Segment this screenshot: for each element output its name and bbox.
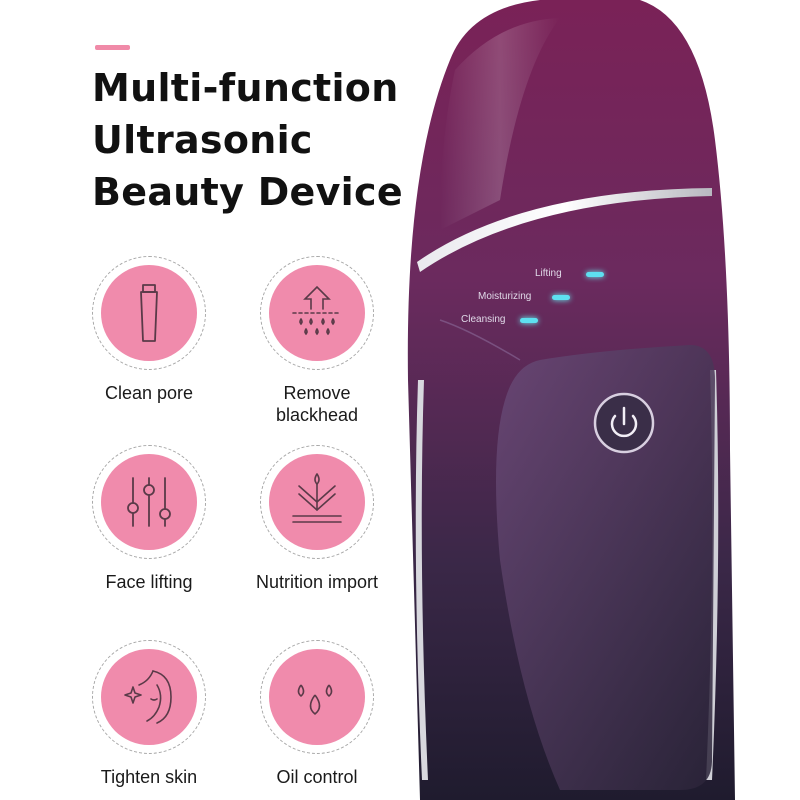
feature-icon-frame	[92, 640, 206, 754]
front-panel	[496, 345, 715, 790]
page-title: Multi-function Ultrasonic Beauty Device	[92, 62, 403, 218]
absorption-icon	[292, 473, 342, 523]
chrome-ring	[417, 188, 712, 272]
power-icon	[610, 406, 638, 438]
feature-label: Face lifting	[105, 572, 193, 592]
side-trim	[415, 380, 428, 780]
tube-icon	[140, 284, 158, 342]
feature-label: Nutrition import	[255, 572, 379, 592]
indicator-light-lifting	[586, 272, 604, 277]
pore-extraction-icon	[292, 285, 342, 336]
feature-clean-pore: Clean pore	[64, 256, 234, 404]
feature-tighten-skin: Tighten skin	[64, 640, 234, 788]
feature-label: Oil control	[276, 767, 358, 787]
feature-oil-control: Oil control	[232, 640, 402, 788]
indicator-light-cleansing	[520, 318, 538, 323]
feature-label: Tighten skin	[100, 767, 198, 787]
feature-icon-frame	[260, 256, 374, 370]
title-line-1: Multi-function	[92, 66, 399, 110]
sliders-icon	[127, 477, 171, 527]
feature-label: Remove blackhead	[232, 382, 402, 426]
mode-label-cleansing: Cleansing	[461, 314, 506, 325]
face-sparkle-icon	[124, 670, 172, 724]
feature-icon-frame	[92, 445, 206, 559]
feature-label-line-1: Remove	[283, 383, 351, 403]
feature-icon-frame	[260, 640, 374, 754]
feature-remove-blackhead: Remove blackhead	[232, 256, 402, 426]
mode-label-moisturizing: Moisturizing	[478, 291, 532, 302]
feature-label: Clean pore	[104, 383, 194, 403]
accent-bar	[95, 45, 130, 50]
feature-face-lifting: Face lifting	[64, 445, 234, 593]
title-line-3: Beauty Device	[92, 170, 403, 214]
title-line-2: Ultrasonic	[92, 118, 313, 162]
mode-label-lifting: Lifting	[535, 268, 562, 279]
indicator-light-moisturizing	[552, 295, 570, 300]
feature-label-line-2: blackhead	[275, 405, 359, 425]
power-button[interactable]	[593, 392, 655, 454]
droplets-icon	[297, 684, 333, 715]
feature-icon-frame	[260, 445, 374, 559]
feature-nutrition-import: Nutrition import	[232, 445, 402, 593]
feature-icon-frame	[92, 256, 206, 370]
